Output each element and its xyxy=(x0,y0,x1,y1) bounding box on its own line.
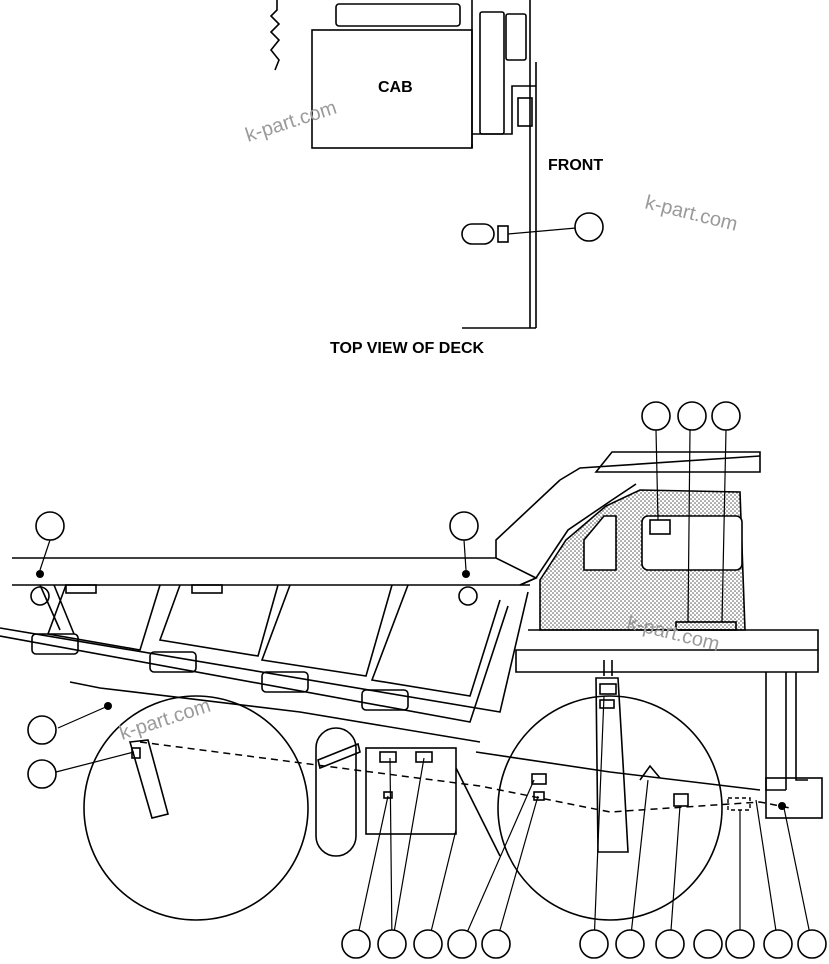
rear-wheel xyxy=(83,695,309,921)
top-view-title: TOP VIEW OF DECK xyxy=(330,340,485,357)
body-rib xyxy=(46,584,161,651)
callout-bubble xyxy=(615,929,645,959)
decal-box xyxy=(415,751,433,763)
callout-bubble xyxy=(797,929,827,959)
canopy-support xyxy=(519,483,637,586)
leader-lines xyxy=(39,429,813,945)
watermark: k-part.com xyxy=(643,192,740,236)
deck-edge xyxy=(462,0,537,329)
body-rib xyxy=(370,584,501,697)
deck-break-line xyxy=(269,0,281,71)
callout-bubble xyxy=(677,401,707,431)
callout-bubble xyxy=(341,929,371,959)
callout-bubble xyxy=(413,929,443,959)
front-label: FRONT xyxy=(548,157,603,174)
front-strut xyxy=(595,677,629,853)
marker-lamp xyxy=(778,802,786,810)
truck-side-view xyxy=(0,401,827,959)
callout-bubbles xyxy=(27,401,827,959)
body-floor-line-2 xyxy=(0,605,509,723)
decal-box xyxy=(533,791,545,801)
callout-bubble xyxy=(725,929,755,959)
callout-bubble xyxy=(449,511,479,541)
front-wheel xyxy=(497,695,723,921)
ladder-post xyxy=(765,672,787,791)
leader-line xyxy=(507,227,577,235)
marker-lamp xyxy=(36,570,44,578)
callout-bubble xyxy=(27,715,57,745)
body-rib xyxy=(158,584,279,657)
callout-bubble xyxy=(377,929,407,959)
callout-bubble xyxy=(655,929,685,959)
deck-rail xyxy=(528,629,819,650)
decal-box xyxy=(379,751,397,763)
callout-bubble xyxy=(481,929,511,959)
frame-rail xyxy=(475,751,761,791)
deck-lamp xyxy=(461,223,495,245)
bumper xyxy=(765,777,823,819)
roof-hatch xyxy=(335,3,461,27)
callout-bubble xyxy=(763,929,793,959)
frame-line xyxy=(69,681,481,743)
rear-strut xyxy=(128,739,169,819)
canopy-visor xyxy=(594,451,761,473)
cab-decal xyxy=(649,519,671,535)
decal-box-dashed xyxy=(727,797,751,811)
deck-platform xyxy=(515,649,819,673)
body-top-rail xyxy=(12,557,538,586)
body-bracket xyxy=(149,651,197,673)
canopy-front xyxy=(495,479,561,558)
body-floor-line xyxy=(0,591,529,713)
deck-decal xyxy=(497,225,509,243)
watermark: k-part.com xyxy=(117,695,214,745)
cab-window-side xyxy=(479,11,505,135)
cab-side-window xyxy=(583,515,617,571)
decal-box xyxy=(673,793,689,807)
body-bracket xyxy=(31,633,79,655)
callout-bubble xyxy=(693,929,723,959)
callout-bubble xyxy=(579,929,609,959)
cab-box xyxy=(517,97,533,127)
callout-bubble xyxy=(641,401,671,431)
body-bracket xyxy=(261,671,309,693)
decal-box xyxy=(531,773,547,785)
top-view-deck: CAB FRONT TOP VIEW OF DECK xyxy=(269,0,604,357)
callout-bubble xyxy=(711,401,741,431)
marker-lamp xyxy=(462,570,470,578)
cab-window xyxy=(641,515,743,571)
cab-label: CAB xyxy=(378,79,413,96)
callout-bubble xyxy=(574,212,604,242)
cab-panel xyxy=(505,13,527,61)
body-bracket xyxy=(361,689,409,711)
rear-fender-post xyxy=(315,727,357,857)
watermark: k-part.com xyxy=(243,97,340,147)
body-rib xyxy=(260,584,393,677)
callout-bubble xyxy=(27,759,57,789)
canopy-top xyxy=(559,455,761,481)
hydraulic-line xyxy=(139,741,791,813)
callout-bubble xyxy=(35,511,65,541)
callout-bubble xyxy=(447,929,477,959)
